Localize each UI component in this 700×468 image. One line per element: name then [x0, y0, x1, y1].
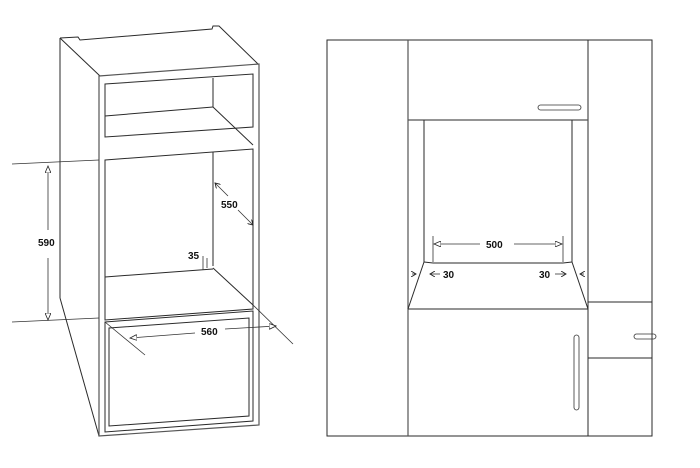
niche-floor-left-edge	[407, 261, 425, 310]
dim-590-label: 590	[38, 238, 55, 249]
top-compartment	[104, 73, 254, 138]
niche-floor-right-edge	[571, 261, 589, 310]
oven-niche-floor-edge	[212, 267, 254, 306]
bottom-panel	[104, 310, 254, 433]
oven-niche-back-floor	[104, 268, 214, 278]
dim-590-ext-bottom	[11, 317, 100, 323]
niche-corner-left	[423, 261, 434, 264]
upper-cabinet-handle[interactable]	[537, 104, 582, 111]
cabinet-isometric: 590 550 35 560	[11, 25, 294, 437]
cabinet-top-left-edge	[59, 37, 101, 77]
dim-30-right-label: 30	[539, 270, 551, 281]
lower-door-handle[interactable]	[573, 334, 580, 411]
niche-corner-right	[562, 261, 573, 264]
dim-30-left-label: 30	[443, 270, 455, 281]
kitchen-front-view: 500 30 30	[326, 39, 657, 437]
cabinet-top-back-edge	[59, 25, 259, 65]
right-drawer-handle[interactable]	[633, 333, 657, 340]
dim-35-label: 35	[188, 251, 200, 262]
dim-590-ext-top	[11, 159, 100, 165]
top-compartment-shelf-edge	[212, 106, 254, 146]
dim-560-ext-left	[104, 321, 146, 356]
outer-frame	[326, 39, 653, 437]
cabinet-bottom-left-edge	[59, 297, 100, 437]
top-compartment-back	[104, 106, 214, 117]
dim-560-label: 560	[201, 327, 218, 338]
dim-550-arrow-a	[215, 183, 229, 197]
dim-560-arrow-left	[130, 332, 196, 338]
dim-550-arrow-b	[237, 209, 253, 225]
dim-500-label: 500	[486, 240, 503, 251]
bottom-panel-inner	[108, 317, 250, 427]
dim-550-label: 550	[221, 200, 238, 211]
cabinet-front-frame	[98, 63, 260, 437]
oven-niche	[104, 148, 254, 321]
dim-560-arrow-right	[224, 326, 276, 329]
